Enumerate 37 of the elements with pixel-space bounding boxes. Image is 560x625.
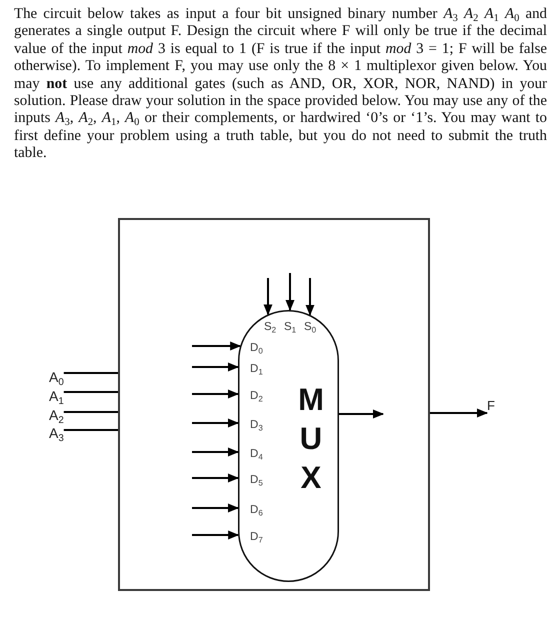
mux-label: M U X [297,381,325,497]
data-pin-label: D$_{2}$ [250,389,263,403]
data-pin-label: D$_{4}$ [250,447,263,461]
input-label: A$_{0}$ [49,369,64,385]
output-arrow [339,410,384,418]
select-arrow [264,278,272,316]
multiplexer-block [238,310,339,582]
problem-text: The circuit below takes as input a four bit unsigned binary number A$_{3}$ A$_{2}$ A$_{1}$ A$_{0}$ and generates a single output F. Design the circuit where F will only be true if the decimal value of the input mod 3 is equal to 1 (F is true if the input mod 3 = 1; F will be false otherwise). To implement F, you may use only the 8 × 1 multiplexor given below. You may not use any additional gates (such as AND, OR, XOR, NOR, NAND) in your solution. Please draw your solution in the space provided below. You may use any of the inputs A$_{3}$, A$_{2}$, A$_{1}$, A$_{0}$ or their complements, or hardwired ‘0’s or ‘1’s. You may want to first define your problem using a truth table, but you do not need to submit the truth table. [14,6,547,163]
input-label: A$_{2}$ [49,407,64,423]
data-pin-label: D$_{6}$ [250,503,263,517]
output-label: F [487,399,495,413]
output-arrow [430,408,488,418]
data-pin-label: D$_{7}$ [250,530,263,544]
input-wire [64,429,118,431]
data-input-arrow [192,530,240,540]
select-pin-label: S$_{1}$ [284,320,296,334]
select-pin-label: S$_{0}$ [304,320,316,334]
input-label: A$_{3}$ [49,425,64,441]
input-wire [64,391,118,393]
data-input-arrow [192,390,239,398]
data-input-arrow [192,342,242,350]
data-input-arrow [192,504,239,512]
select-pin-label: S$_{2}$ [264,320,276,334]
data-pin-label: D$_{3}$ [250,418,263,432]
data-pin-label: D$_{5}$ [250,473,263,487]
data-input-arrow [192,362,239,372]
select-arrow [306,278,314,316]
data-input-arrow [192,448,239,456]
data-input-arrow [192,474,239,482]
data-input-arrow [192,418,239,428]
input-wire [64,411,118,413]
input-wire [64,372,118,374]
data-pin-label: D$_{0}$ [250,341,263,355]
data-pin-label: D$_{1}$ [250,362,263,376]
input-label: A$_{1}$ [49,388,64,404]
select-arrow [286,273,294,312]
answer-frame [118,218,430,591]
